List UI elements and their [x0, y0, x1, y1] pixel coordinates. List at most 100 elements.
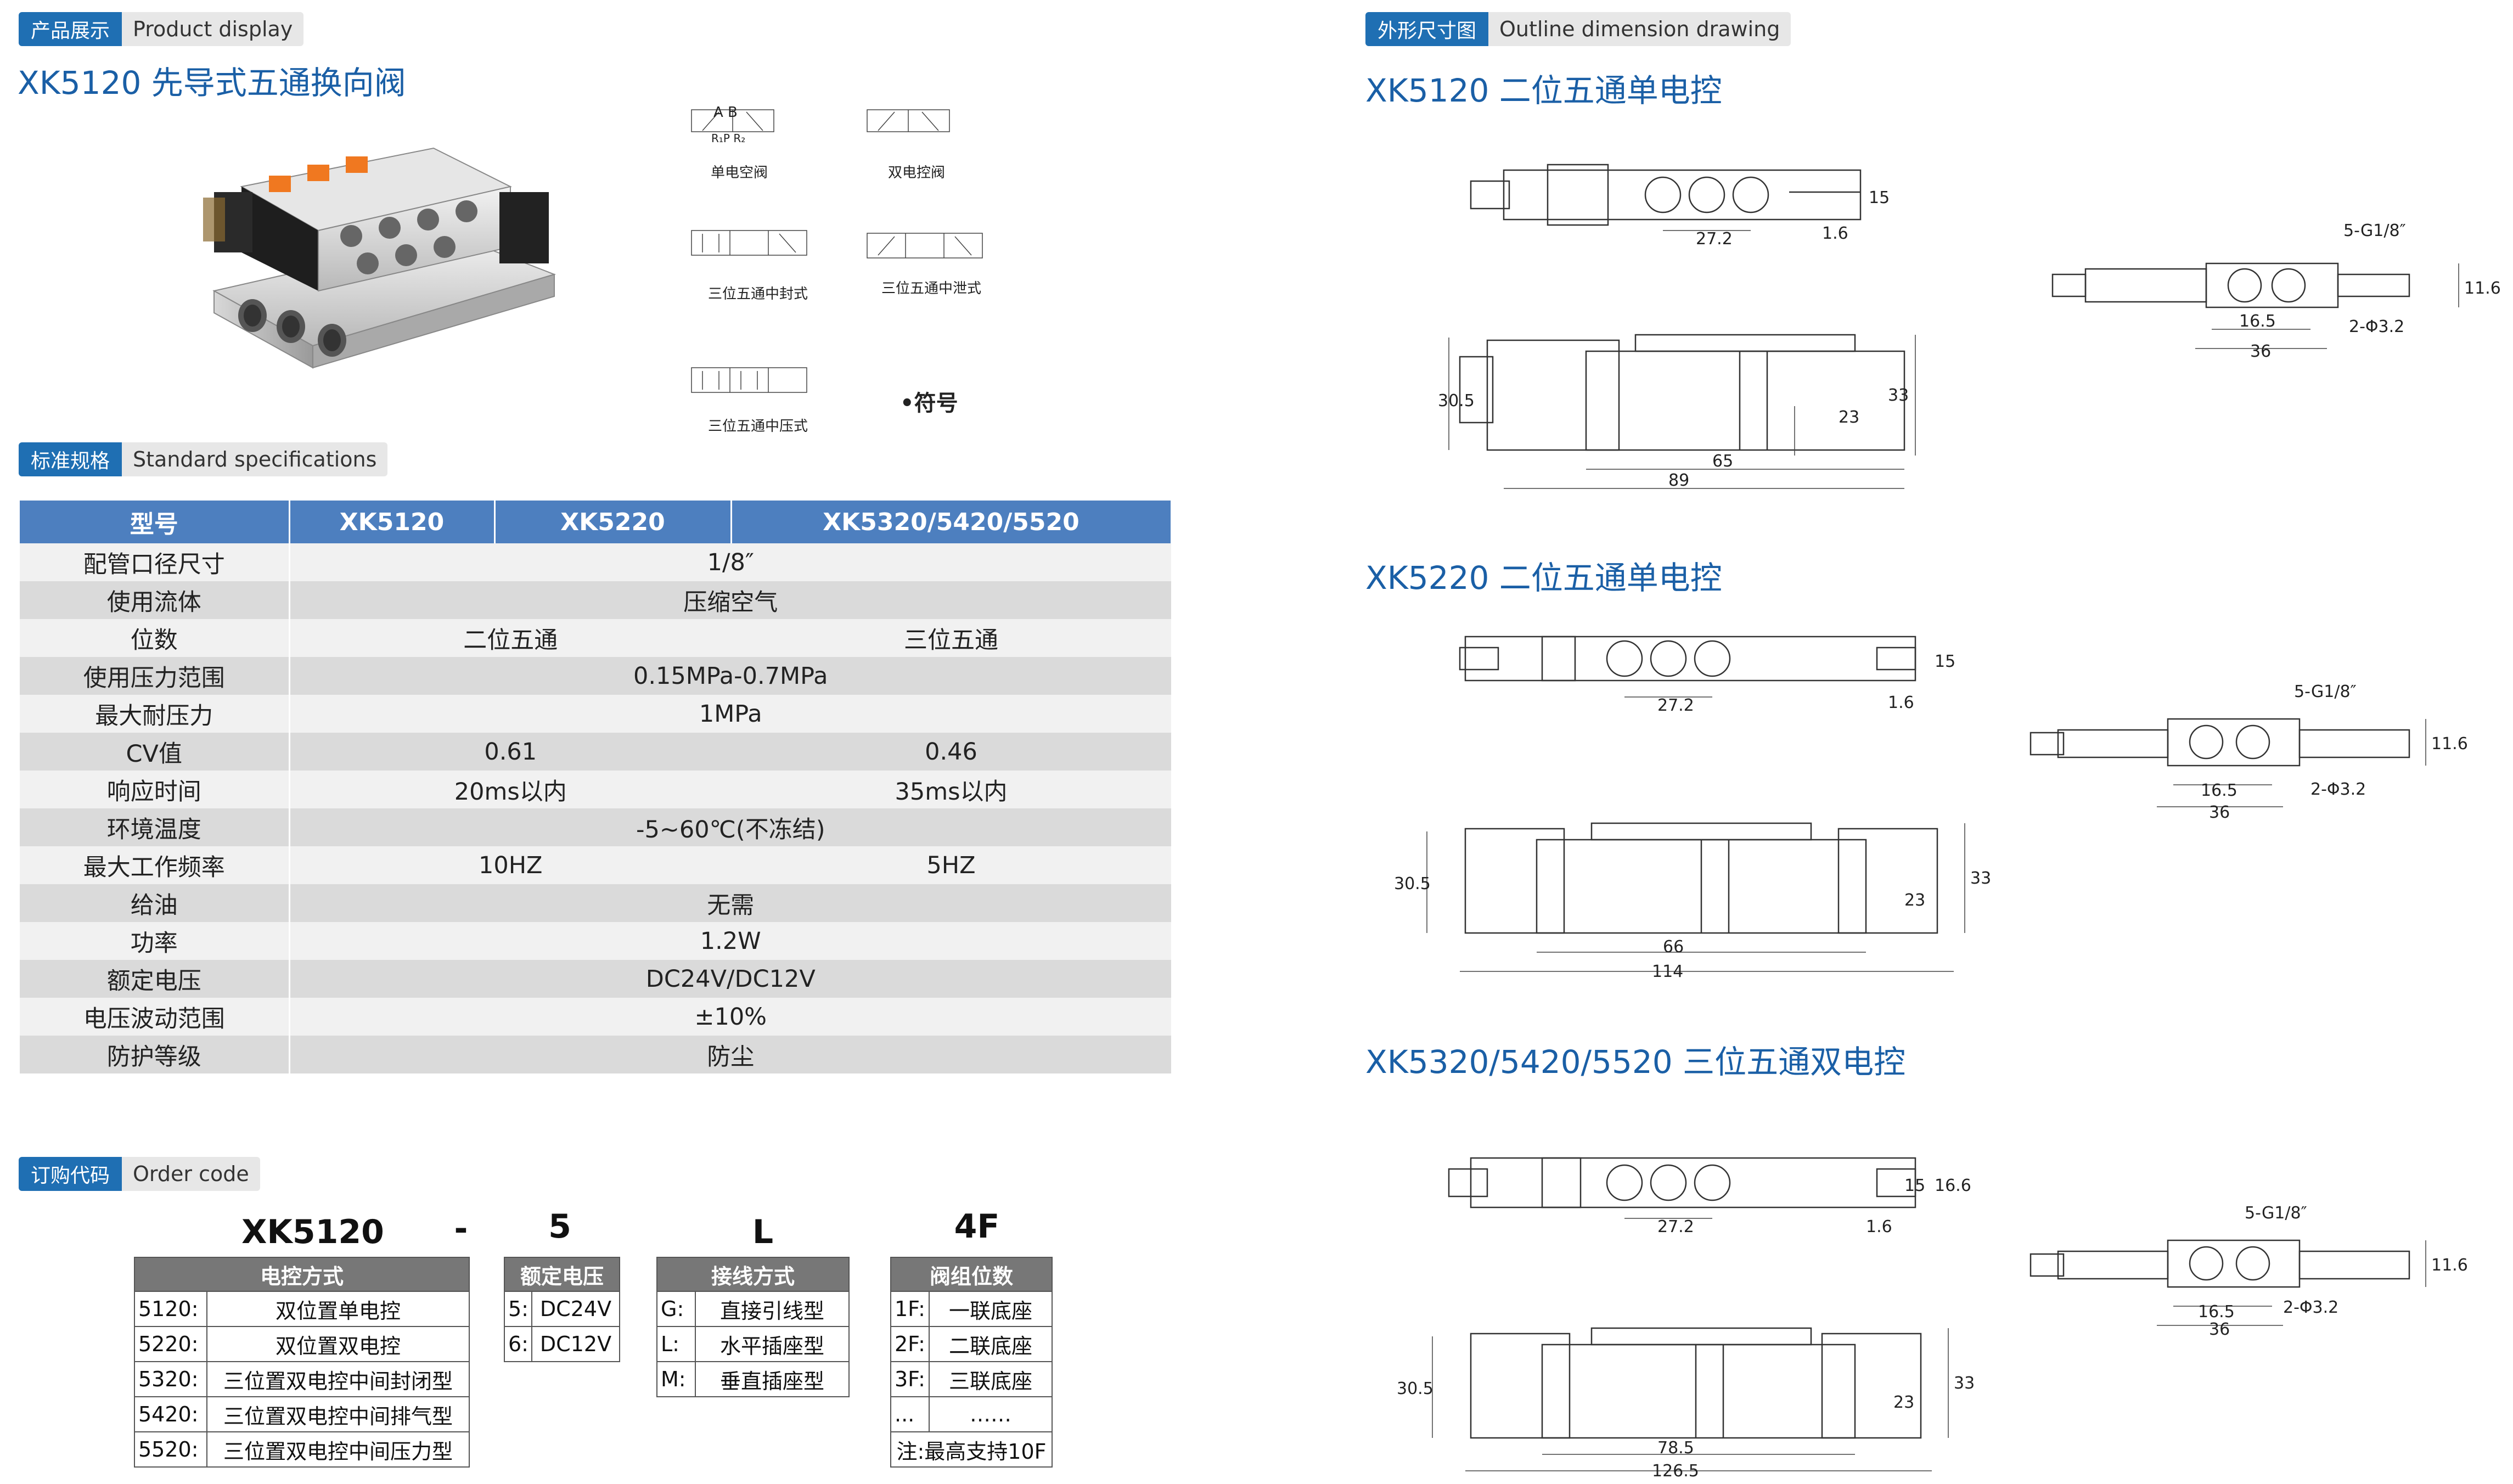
dim-hole: 2-Φ3.2 [2283, 1298, 2338, 1317]
spec-row: 防护等级防尘 [20, 1036, 1171, 1073]
order-station-header: 阀组位数 [890, 1257, 1053, 1292]
section-label-en: Standard specifications [122, 442, 388, 476]
spec-cell: 压缩空气 [289, 581, 1171, 619]
order-voltage-code: 5 [548, 1207, 571, 1246]
dim-w116: 11.6 [2464, 279, 2501, 298]
order-control-header: 电控方式 [133, 1257, 470, 1292]
spec-cell: 10HZ [289, 846, 731, 884]
spec-cell: 防尘 [289, 1036, 1171, 1073]
spec-cell: 0.15MPa-0.7MPa [289, 657, 1171, 695]
product-display-header: 产品展示 Product display [19, 12, 304, 46]
dim-l89: 89 [1668, 471, 1689, 490]
order-option-row: 1F:一联底座 [890, 1291, 1053, 1327]
spec-row-label: 使用压力范围 [20, 657, 290, 695]
order-option-value: 双位置双电控 [206, 1326, 470, 1362]
order-option-value: 双位置单电控 [206, 1291, 470, 1327]
dim-w15: 15 [1869, 188, 1890, 207]
order-option-key: L: [656, 1326, 696, 1362]
order-option-key: 5220: [134, 1326, 207, 1362]
order-option-row: 6:DC12V [504, 1326, 621, 1362]
spec-col-header: XK5220 [494, 501, 732, 543]
dim-h33: 33 [1888, 386, 1909, 405]
spec-row-label: 使用流体 [20, 581, 290, 619]
spec-row-label: 额定电压 [20, 960, 290, 998]
order-option-key: M: [656, 1361, 696, 1397]
dim-l36: 36 [2209, 1320, 2230, 1339]
dim-pitch: 27.2 [1657, 1217, 1694, 1236]
order-option-value: 三位置双电控中间封闭型 [206, 1361, 470, 1397]
dim-l36: 36 [2250, 342, 2271, 361]
order-option-key: 5520: [134, 1431, 207, 1468]
dim-w166: 16.6 [1935, 1176, 1971, 1195]
spec-row-label: 响应时间 [20, 771, 290, 808]
order-option-row: ...…… [890, 1396, 1053, 1432]
spec-table: 型号 XK5120 XK5220 XK5320/5420/5520 配管口径尺寸… [20, 501, 1172, 1073]
outline-title-2: XK5220 二位五通单电控 [1365, 559, 1722, 597]
spec-row-label: 最大耐压力 [20, 695, 290, 733]
order-option-value: 直接引线型 [694, 1291, 850, 1327]
dim-h305: 30.5 [1397, 1379, 1433, 1398]
dim-l89: 126.5 [1652, 1461, 1699, 1481]
spec-row-label: 功率 [20, 922, 290, 960]
outline-title-3: XK5320/5420/5520 三位五通双电控 [1365, 1043, 1906, 1081]
order-option-key: 2F: [890, 1326, 930, 1362]
outline-drawing-2: 27.2 15 1.6 30.5 23 33 66 114 5-G1/8″ 16… [1394, 636, 2468, 981]
product-title: XK5120 先导式五通换向阀 [18, 64, 406, 102]
valve-symbols-diagram [691, 109, 983, 393]
spec-cell: 无需 [289, 884, 1171, 922]
dim-l165: 16.5 [2239, 312, 2276, 331]
order-option-key: 5320: [134, 1361, 207, 1397]
order-option-value: 三位置双电控中间压力型 [206, 1431, 470, 1468]
dim-h305: 30.5 [1438, 391, 1475, 411]
section-label-cn: 外形尺寸图 [1365, 12, 1489, 46]
spec-cell: DC24V/DC12V [289, 960, 1171, 998]
order-option-row: M:垂直插座型 [656, 1361, 850, 1397]
spec-row-label: 电压波动范围 [20, 998, 290, 1036]
dim-h33: 33 [1954, 1374, 1975, 1393]
symbol-caption-closed: 三位五通中封式 [708, 286, 808, 302]
outline-header: 外形尺寸图 Outline dimension drawing [1365, 12, 1791, 46]
dim-l165: 16.5 [2201, 781, 2237, 800]
order-dash: - [454, 1210, 468, 1248]
spec-row-label: CV值 [20, 733, 290, 771]
valve-manifold-photo [203, 147, 556, 369]
symbol-port-top: A B [713, 104, 738, 121]
section-label-en: Product display [122, 12, 304, 46]
order-option-row: 5520:三位置双电控中间压力型 [134, 1431, 470, 1468]
dim-port: 5-G1/8″ [2343, 221, 2406, 240]
dim-h33: 33 [1970, 869, 1991, 888]
dim-h16: 1.6 [1866, 1217, 1892, 1236]
spec-row: 使用流体压缩空气 [20, 581, 1171, 619]
order-option-key: G: [656, 1291, 696, 1327]
dim-hole: 2-Φ3.2 [2310, 780, 2366, 799]
section-label-cn: 标准规格 [19, 442, 122, 476]
outline-title-1: XK5120 二位五通单电控 [1365, 72, 1722, 109]
symbol-caption-pressure: 三位五通中压式 [708, 418, 808, 435]
dim-w116: 11.6 [2431, 734, 2468, 754]
order-option-row: 3F:三联底座 [890, 1361, 1053, 1397]
order-option-value: 三联底座 [928, 1361, 1053, 1397]
dim-h16: 1.6 [1822, 224, 1848, 243]
order-option-key: 5: [504, 1291, 532, 1327]
order-option-value: 二联底座 [928, 1326, 1053, 1362]
spec-col-header: XK5320/5420/5520 [731, 501, 1172, 543]
section-label-cn: 订购代码 [19, 1157, 122, 1191]
dim-port: 5-G1/8″ [2294, 682, 2357, 701]
order-option-row: 5:DC24V [504, 1291, 621, 1327]
order-model-code: XK5120 [241, 1213, 384, 1251]
spec-cell: 三位五通 [731, 619, 1171, 657]
spec-cell: 35ms以内 [731, 771, 1171, 808]
symbol-caption-double: 双电控阀 [888, 165, 946, 181]
spec-cell: ±10% [289, 998, 1171, 1036]
order-option-key: 1F: [890, 1291, 930, 1327]
section-label-cn: 产品展示 [19, 12, 122, 46]
spec-row-label: 环境温度 [20, 808, 290, 846]
spec-row-label: 配管口径尺寸 [20, 543, 290, 581]
spec-cell: 0.46 [731, 733, 1171, 771]
order-option-row: L:水平插座型 [656, 1326, 850, 1362]
